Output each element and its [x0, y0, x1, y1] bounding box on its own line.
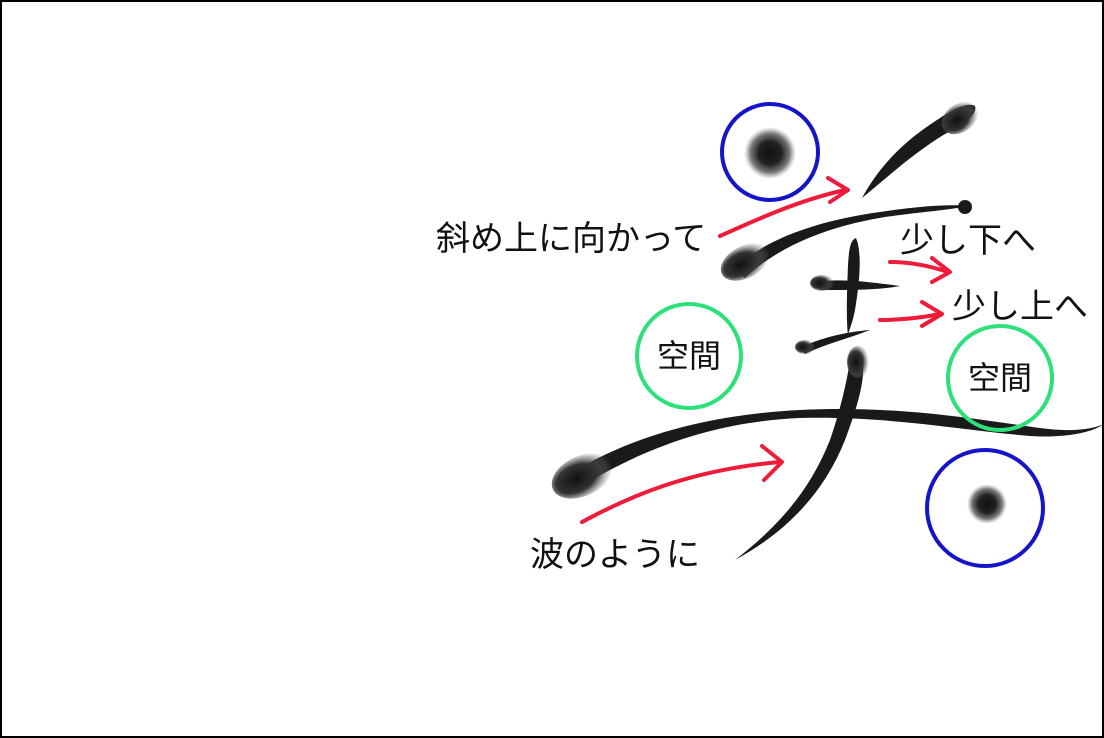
brush-stroke-upper-dot [958, 200, 972, 214]
label-diagonal-up: 斜め上に向かって [436, 219, 707, 259]
label-slightly-up: 少し上へ [952, 287, 1088, 327]
arrow-slightly-down [888, 256, 952, 284]
brush-stroke-lower-wave [560, 409, 1104, 490]
brush-stroke-middle-short-blob [795, 340, 815, 354]
brush-stroke-small-horizontal [815, 280, 900, 290]
label-slightly-down: 少し下へ [900, 221, 1036, 261]
label-space-right: 空間 [967, 359, 1032, 397]
brush-stroke-small-horizontal-blob [810, 275, 834, 291]
ink-dot-bottom-right [967, 484, 1007, 524]
space-circle-left [635, 302, 743, 410]
brush-stroke-upper-horizontal [735, 205, 968, 278]
brush-stroke-lower-wave-blob [551, 453, 613, 499]
brush-stroke-upper-left-blob [720, 243, 770, 281]
label-like-wave: 波のように [530, 535, 700, 575]
ink-dot-top-left [744, 127, 796, 179]
arrow-slightly-up [878, 300, 944, 328]
brush-stroke-top-head [941, 101, 979, 135]
dot-highlight-circle-top [720, 102, 820, 202]
label-space-left: 空間 [656, 337, 721, 375]
space-circle-right [946, 324, 1054, 432]
dot-highlight-circle-bottom [925, 448, 1045, 568]
brush-stroke-long-sweep-head [847, 346, 869, 378]
brush-stroke-middle-short [800, 330, 870, 354]
arrow-like-wave [580, 444, 784, 524]
arrow-diagonal-up [718, 176, 850, 238]
